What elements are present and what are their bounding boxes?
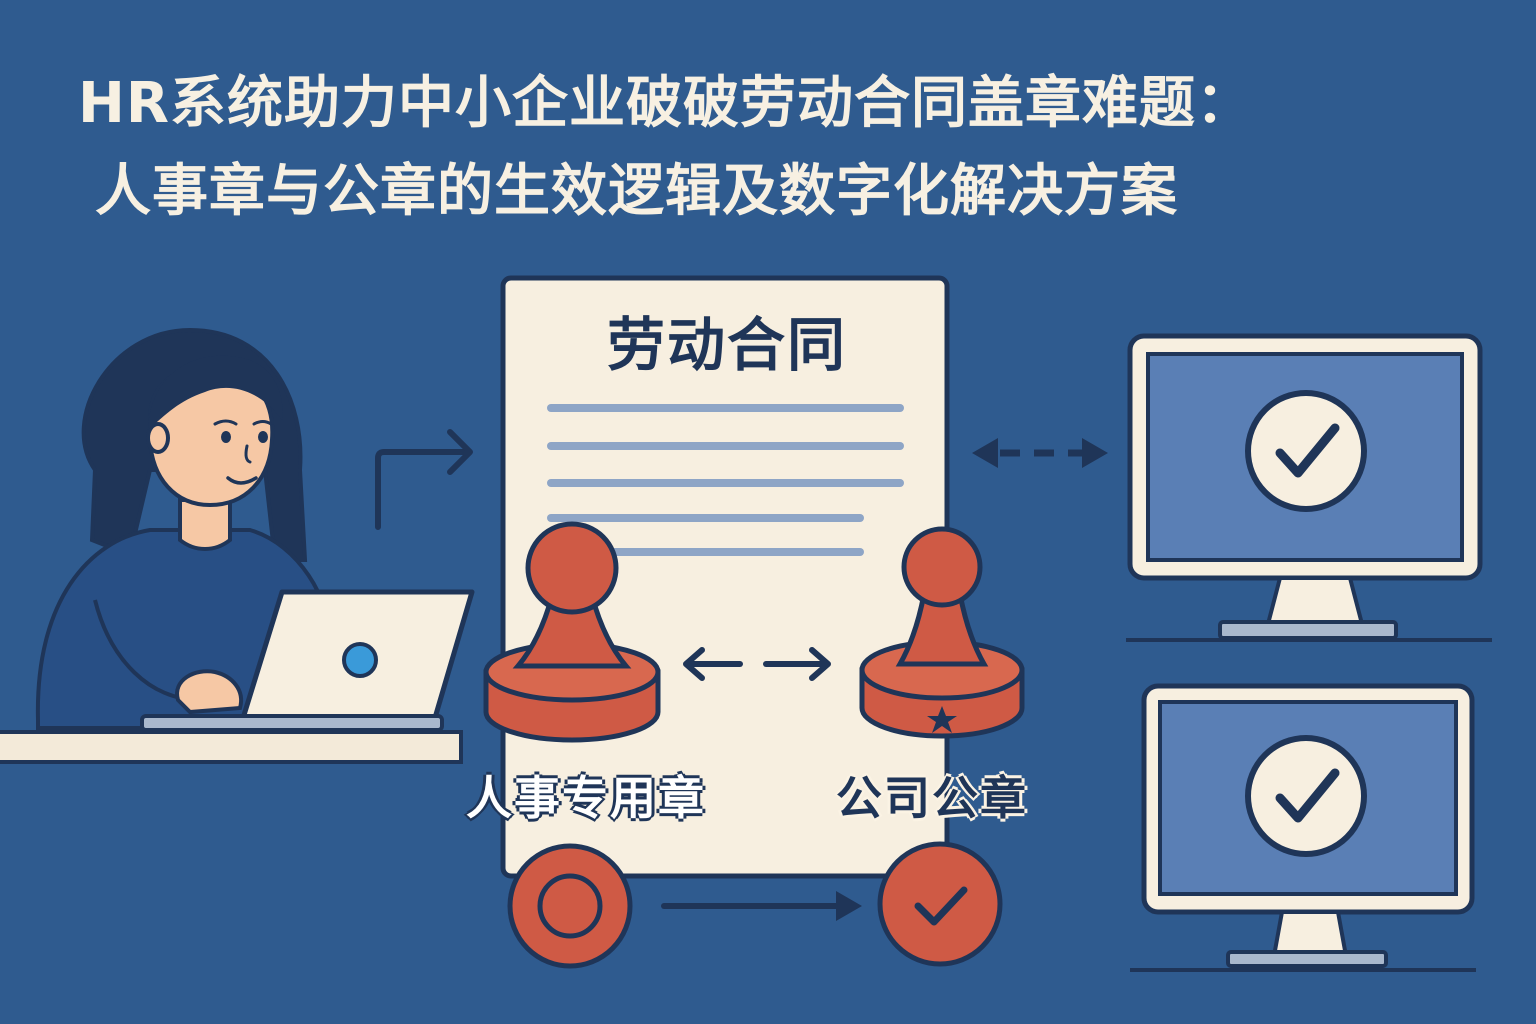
company-stamp-label: 公司公章 bbox=[836, 771, 1028, 825]
hr-stamp-label: 人事专用章 bbox=[466, 771, 706, 825]
check-circle-icon bbox=[1245, 735, 1367, 857]
hr-staff-illustration bbox=[0, 327, 463, 764]
stamp-compare-arrow-icon bbox=[683, 647, 831, 681]
monitor-top bbox=[1126, 333, 1492, 642]
hr-stamp-icon bbox=[483, 521, 661, 743]
page-title-line-1: HR系统助力中小企业破破劳动合同盖章难题： bbox=[78, 71, 1253, 136]
seal-circle-icon bbox=[507, 843, 633, 969]
desk bbox=[0, 730, 463, 764]
monitor-bottom bbox=[1130, 683, 1476, 972]
bottom-arrow-icon bbox=[661, 891, 862, 921]
laptop-logo-icon bbox=[342, 642, 378, 678]
contract-text-lines bbox=[547, 404, 904, 556]
sync-double-arrow-icon bbox=[972, 438, 1108, 468]
check-circle-icon bbox=[1245, 390, 1367, 512]
laptop bbox=[140, 589, 475, 732]
star-icon bbox=[927, 706, 957, 733]
contract-title: 劳动合同 bbox=[606, 311, 847, 379]
approved-seal-check-icon bbox=[877, 841, 1003, 967]
company-stamp-icon bbox=[859, 526, 1025, 739]
page-title-line-2: 人事章与公章的生效逻辑及数字化解决方案 bbox=[95, 159, 1178, 224]
submit-arrow-icon bbox=[375, 429, 473, 530]
